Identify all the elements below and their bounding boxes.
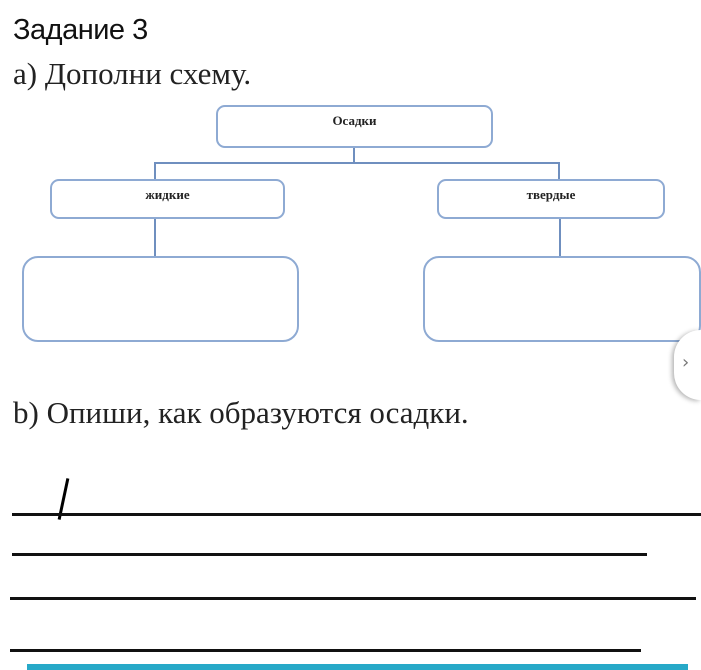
answer-line[interactable] xyxy=(10,597,696,600)
connector xyxy=(559,219,561,256)
answer-line[interactable] xyxy=(12,553,647,556)
solid-box: твердые xyxy=(437,179,665,219)
connector xyxy=(154,162,156,179)
solid-answer-box[interactable] xyxy=(423,256,701,342)
accent-bar xyxy=(27,664,688,670)
liquid-answer-box[interactable] xyxy=(22,256,299,342)
answer-line[interactable] xyxy=(10,649,641,652)
chevron-right-icon: › xyxy=(682,352,690,373)
answer-line[interactable] xyxy=(12,513,701,516)
liquid-box: жидкие xyxy=(50,179,285,219)
connector xyxy=(154,219,156,256)
scroll-next-button[interactable]: › xyxy=(674,330,701,400)
connector xyxy=(558,162,560,179)
part-b-instruction: b) Опиши, как образуются осадки. xyxy=(13,395,469,430)
connector xyxy=(154,162,560,164)
part-a-instruction: a) Дополни схему. xyxy=(13,56,252,91)
root-box: Осадки xyxy=(216,105,493,148)
connector xyxy=(353,148,355,163)
task-title: Задание 3 xyxy=(13,14,148,46)
